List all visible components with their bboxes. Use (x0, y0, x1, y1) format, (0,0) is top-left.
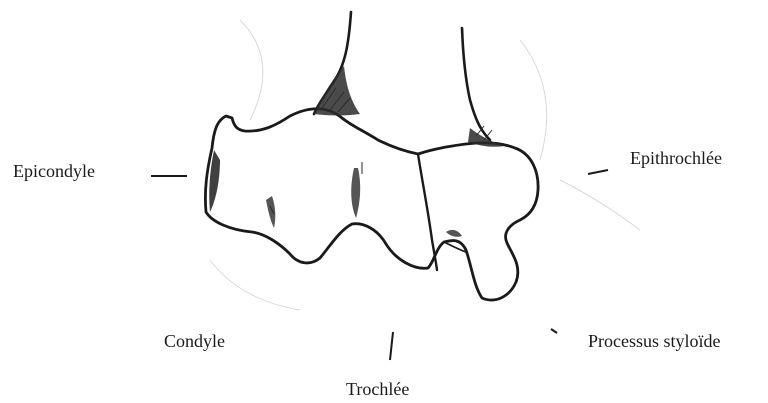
processus-styloide-label: Processus styloïde (588, 332, 721, 350)
hatch-strokes (270, 88, 492, 214)
trochlee-label: Trochlée (346, 380, 409, 398)
epithrochlee-label: Epithrochlée (630, 149, 722, 167)
epithrochlee-leader (588, 170, 608, 174)
epicondyle-label: Epicondyle (13, 162, 95, 180)
inner-vertical-line (418, 154, 437, 270)
trochlee-leader (390, 332, 393, 360)
faint-sketch-lines (210, 20, 640, 310)
shading-hatches (209, 66, 504, 237)
processus-leader (551, 329, 557, 333)
shaft-right-line (462, 28, 490, 140)
condyle-label: Condyle (164, 332, 225, 350)
